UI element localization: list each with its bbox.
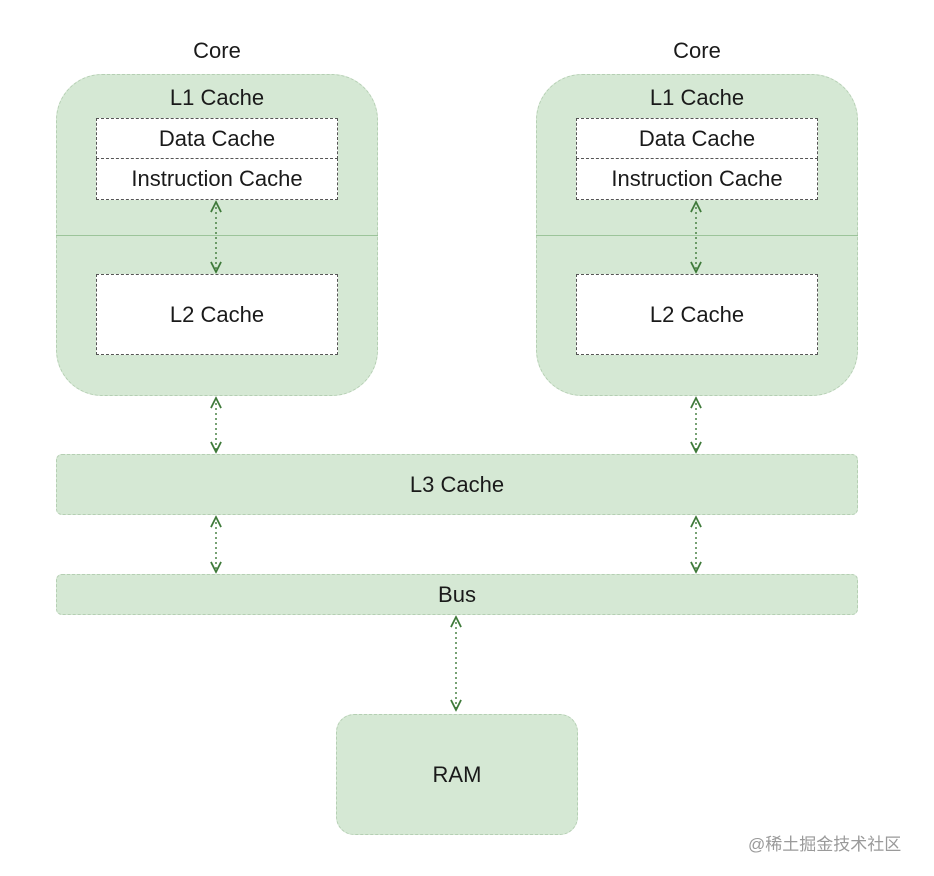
watermark: @稀土掘金技术社区: [748, 835, 902, 854]
core-2-instruction-cache: Instruction Cache: [576, 158, 818, 200]
core-2-title: Core: [673, 38, 721, 63]
core-2-data-cache: Data Cache: [576, 118, 818, 159]
core-2-l2-cache: L2 Cache: [576, 274, 818, 355]
core-1-title: Core: [193, 38, 241, 63]
core-1-data-cache: Data Cache: [96, 118, 338, 159]
core-1-instruction-cache: Instruction Cache: [96, 158, 338, 200]
core-1-l1-title: L1 Cache: [169, 85, 265, 110]
core-1-l2-cache: L2 Cache: [96, 274, 338, 355]
ram: RAM: [336, 714, 578, 835]
core-2-l1-title: L1 Cache: [649, 85, 745, 110]
bus: Bus: [56, 574, 858, 615]
l3-cache: L3 Cache: [56, 454, 858, 515]
